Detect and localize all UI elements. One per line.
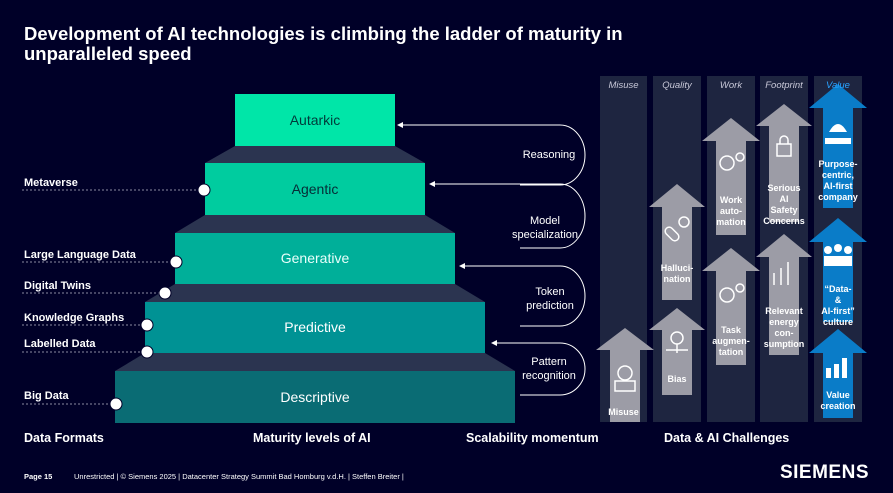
step-top-predictive [145,284,485,302]
growth-chart-icon [826,358,847,378]
format-digital-twins: Digital Twins [24,280,92,292]
step-label-generative: Generative [281,250,350,266]
arrow-value-top [809,84,867,208]
step-label-descriptive: Descriptive [280,389,349,405]
section-scalability-momentum: Scalability momentum [466,431,599,445]
format-dot-labelled [140,345,154,359]
format-big-data: Big Data [24,390,69,402]
hacker-icon [614,365,636,392]
step-descriptive [115,371,515,423]
arrow-misuse [596,328,654,422]
step-predictive [145,302,485,353]
section-data-ai-challenges: Data & AI Challenges [664,431,790,445]
plant-hand-icon [825,124,851,144]
step-autarkic [235,94,395,146]
siemens-logo: SIEMENS [779,462,869,483]
challenge-hallucination: Halluci-nation [660,263,694,284]
step-top-agentic [205,146,425,163]
step-top-generative [175,215,455,233]
scale-icon [666,331,688,353]
col-header-footprint: Footprint [765,80,803,91]
arrow-quality-top [649,184,705,300]
arrow-work-bottom [702,248,760,365]
step-label-autarkic: Autarkic [290,112,341,128]
arrow-work-top [702,118,760,235]
momentum-reasoning: Reasoning [522,149,576,161]
step-top-descriptive [115,353,515,371]
people-icon [824,244,852,266]
format-metaverse: Metaverse [24,177,78,189]
arrow-value-middle [809,218,867,322]
col-header-value: Value [826,80,850,91]
step-label-agentic: Agentic [292,181,339,197]
col-header-quality: Quality [662,80,692,91]
footer-text: Unrestricted | © Siemens 2025 | Datacent… [74,472,404,481]
format-llm: Large Language Data [24,249,136,261]
step-agentic [205,163,425,215]
value-data-ai-culture: “Data-&AI-first”culture [821,284,855,327]
challenge-bias: Bias [667,374,687,384]
section-maturity-levels: Maturity levels of AI [253,431,371,445]
arrow-footprint-top [756,104,812,222]
format-knowledge-graphs: Knowledge Graphs [24,312,125,324]
step-generative [175,233,455,284]
format-labelled-data: Labelled Data [24,338,96,350]
col-header-work: Work [719,80,743,91]
gear-icon [719,152,745,171]
pill-icon [664,216,690,242]
arrow-footprint-bottom [756,234,812,355]
lock-icon [776,135,792,157]
format-dot-llm [169,255,183,269]
energy-chart-icon [773,262,789,285]
format-dot-bigdata [109,397,123,411]
col-header-misuse: Misuse [608,80,639,91]
step-label-predictive: Predictive [284,319,346,335]
format-dot-twins [158,286,172,300]
challenge-misuse: Misuse [608,407,639,417]
format-dot-metaverse [197,183,211,197]
section-data-formats: Data Formats [24,431,104,445]
gear-person-icon [719,283,745,303]
page-title: Development of AI technologies is climbi… [24,23,623,64]
format-dot-kg [140,318,154,332]
page-number: Page 15 [24,472,53,481]
